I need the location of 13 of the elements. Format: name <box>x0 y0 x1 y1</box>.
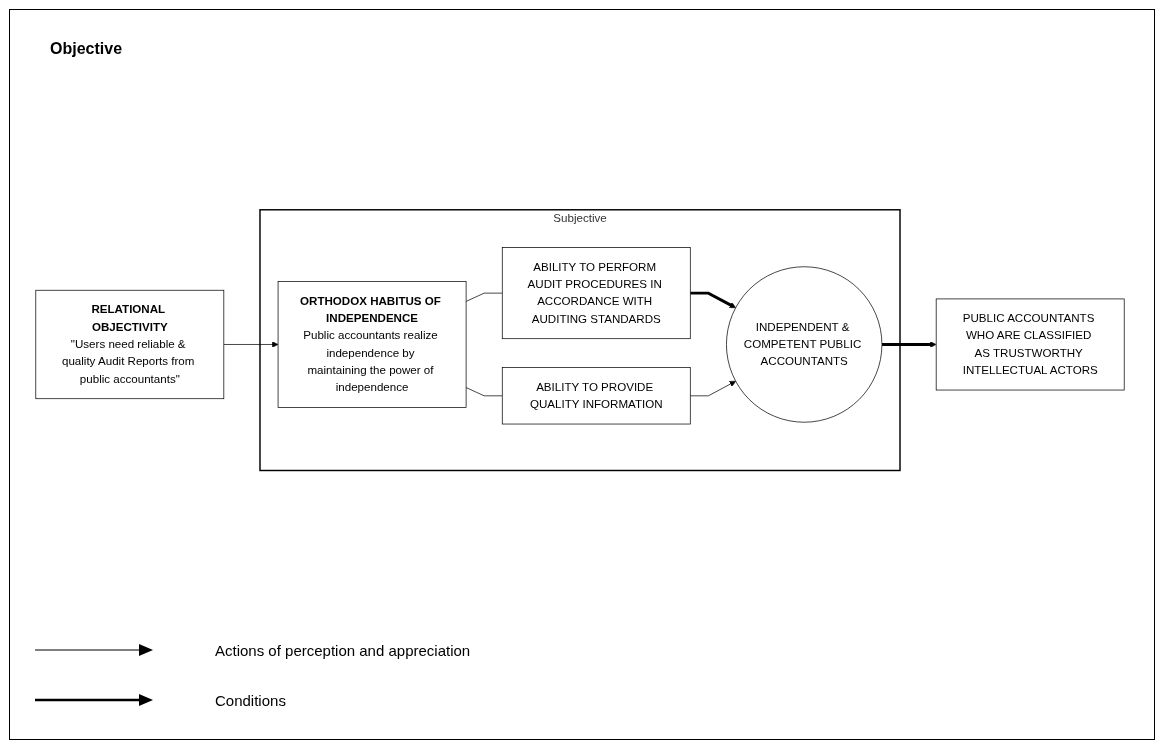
node-box: ORTHODOX HABITUS OF INDEPENDENCE Public accountants realize independence by maintaining the power of independence <box>277 281 467 408</box>
node-box: PUBLIC ACCOUNTANTS WHO ARE CLASSIFIED AS TRUSTWORTHY INTELLECTUAL ACTORS <box>935 298 1125 391</box>
legend-text: Actions of perception and appreciation <box>215 641 471 659</box>
node-box: ABILITY TO PERFORM AUDIT PROCEDURES IN ACCORDANCE WITH AUDITING STANDARDS <box>501 247 691 339</box>
connector <box>465 292 503 302</box>
node-circle: INDEPENDENT & COMPETENT PUBLIC ACCOUNTANTS <box>726 266 883 423</box>
legend-text: Conditions <box>215 691 286 709</box>
node-box: ABILITY TO PROVIDE QUALITY INFORMATION <box>501 367 691 425</box>
connector <box>465 387 503 397</box>
node-box: RELATIONAL OBJECTIVITY "Users need reliable & quality Audit Reports from public accountants" <box>35 289 225 399</box>
section-heading: Objective <box>50 40 123 58</box>
arrow <box>881 341 937 348</box>
arrow <box>690 291 736 308</box>
